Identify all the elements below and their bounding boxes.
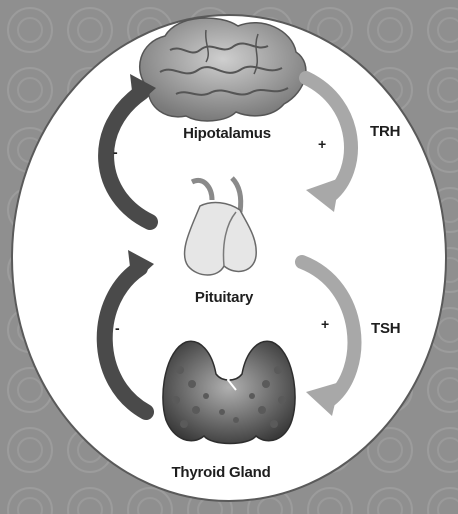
hypothalamus-label: Hipotalamus [183,125,271,142]
thyroid-label: Thyroid Gland [171,464,270,481]
trh-label: TRH [370,123,400,140]
pituitary-label: Pituitary [195,289,253,306]
negative-sign-bottom: - [115,320,120,336]
tsh-label: TSH [371,320,400,337]
positive-sign-top: + [318,136,326,152]
negative-sign-top: - [113,144,118,160]
positive-sign-bottom: + [321,316,329,332]
